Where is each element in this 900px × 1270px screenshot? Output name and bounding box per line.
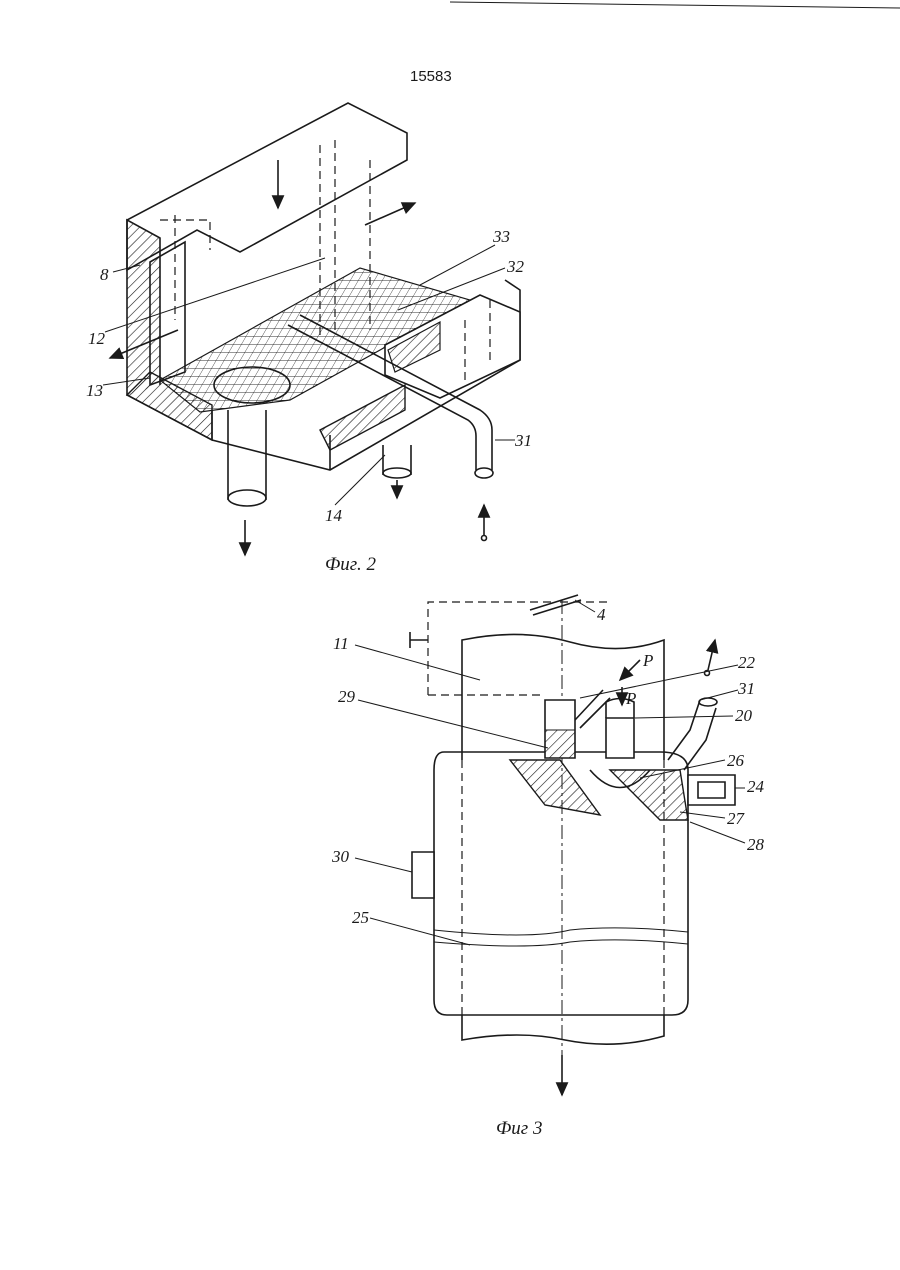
fig2-left-wall	[127, 220, 160, 395]
fig3-label-p1: P	[642, 651, 653, 670]
fig3-label-27: 27	[727, 809, 746, 828]
fig3-control-terminal	[410, 632, 428, 648]
fig3-label-31: 31	[737, 679, 755, 698]
fig3-label-26: 26	[727, 751, 745, 770]
fig3-nozzle-20	[606, 718, 634, 758]
fig3-box-30	[412, 852, 434, 898]
fig3-leader-20	[635, 716, 733, 718]
fig3-nozzle-29-hatch	[545, 730, 575, 758]
fig3-label-20: 20	[735, 706, 753, 725]
figure-3: 4 11 29 22 31 20 26 24 27 28 30 25 P P Ф…	[331, 595, 765, 1139]
fig3-label-29: 29	[338, 687, 356, 706]
fig3-leader-22	[580, 665, 738, 698]
top-border-line	[450, 2, 900, 8]
fig3-caption: Фиг 3	[496, 1118, 542, 1139]
fig2-leader-33	[420, 245, 495, 285]
fig3-label-30: 30	[331, 847, 350, 866]
fig3-control-dashed-box	[428, 602, 608, 695]
fig2-caption: Фиг. 2	[325, 554, 376, 575]
fig3-box-24	[688, 775, 735, 805]
fig2-label-14: 14	[325, 506, 343, 525]
fig3-label-4: 4	[597, 605, 606, 624]
fig3-hatched-head	[510, 760, 600, 815]
fig3-pipe-31	[668, 700, 716, 770]
fig2-small-nozzle-end	[383, 468, 411, 478]
fig2-label-31: 31	[514, 431, 532, 450]
figure-2: 8 12 13 14 31 32 33 Фиг. 2	[86, 103, 532, 575]
fig3-label-22: 22	[738, 653, 756, 672]
fig2-label-32: 32	[506, 257, 525, 276]
fig2-label-33: 33	[492, 227, 510, 246]
fig2-small-nozzle	[383, 445, 411, 475]
fig3-leader-25	[370, 918, 470, 945]
fig3-pressure-arrow-1	[620, 660, 640, 680]
fig3-hatched-channel	[610, 770, 688, 820]
fig2-flow-arrow-out	[365, 203, 415, 225]
fig3-sensor-4	[530, 595, 581, 615]
fig3-leader-29	[358, 700, 548, 748]
fig3-lower-cylinder	[462, 1015, 664, 1044]
fig3-leader-31	[700, 690, 738, 700]
fig3-housing-band	[434, 928, 688, 946]
fig2-label-12: 12	[88, 329, 106, 348]
fig3-label-p2: P	[625, 689, 636, 708]
fig2-back-wall-top	[127, 103, 407, 270]
fig2-label-8: 8	[100, 265, 109, 284]
fig2-flow-arrow-up-origin	[482, 536, 487, 541]
fig3-pipe-arrow	[708, 640, 715, 670]
fig2-label-13: 13	[86, 381, 103, 400]
fig3-label-28: 28	[747, 835, 765, 854]
page-number: 15583	[410, 68, 452, 85]
fig2-pipe-31-end	[475, 468, 493, 478]
fig3-leader-30	[355, 858, 412, 872]
fig3-label-11: 11	[333, 634, 349, 653]
fig3-label-24: 24	[747, 777, 765, 796]
fig2-outlet-pipe-end	[228, 490, 266, 506]
fig3-label-25: 25	[352, 908, 369, 927]
